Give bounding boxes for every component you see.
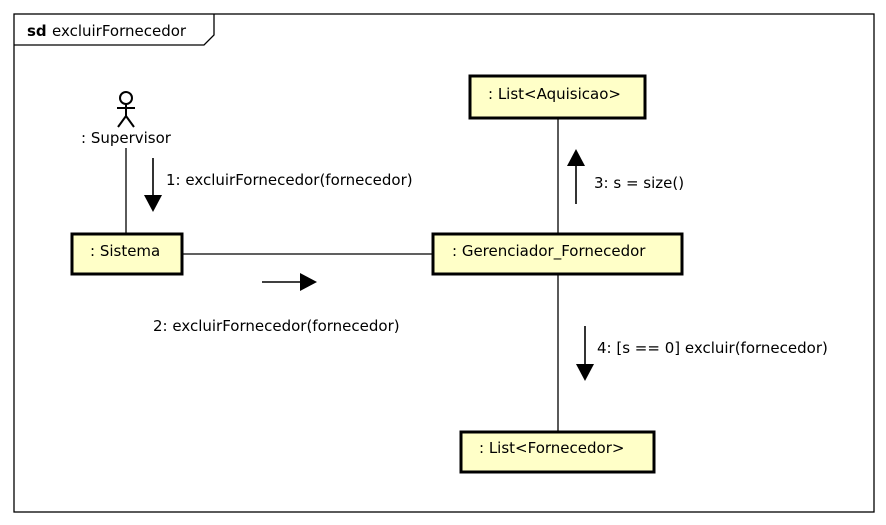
message-4-label: 4: [s == 0] excluir(fornecedor) bbox=[597, 339, 828, 357]
object-sistema-label: : Sistema bbox=[90, 242, 160, 260]
object-gerenciador-fornecedor: : Gerenciador_Fornecedor bbox=[431, 232, 684, 276]
message-1-arrow-icon bbox=[144, 158, 162, 212]
message-2-arrow-icon bbox=[262, 273, 317, 291]
object-list-aquisicao-label: : List<Aquisicao> bbox=[488, 85, 621, 103]
frame-keyword: sd bbox=[27, 22, 47, 40]
object-list-aquisicao: : List<Aquisicao> bbox=[468, 74, 647, 120]
message-4-arrow-icon bbox=[576, 326, 594, 381]
object-list-fornecedor-label: : List<Fornecedor> bbox=[479, 439, 624, 457]
actor-icon bbox=[117, 91, 135, 128]
frame-title: excluirFornecedor bbox=[52, 22, 187, 40]
message-3-arrow-icon bbox=[567, 149, 585, 204]
message-2-label: 2: excluirFornecedor(fornecedor) bbox=[153, 317, 400, 335]
message-1-label: 1: excluirFornecedor(fornecedor) bbox=[166, 171, 413, 189]
frame-name-tab bbox=[14, 14, 215, 46]
object-sistema: : Sistema bbox=[70, 232, 184, 276]
actor-label: : Supervisor bbox=[81, 129, 172, 147]
diagram-frame bbox=[13, 13, 875, 513]
object-list-fornecedor: : List<Fornecedor> bbox=[459, 430, 656, 474]
object-gerenciador-label: : Gerenciador_Fornecedor bbox=[452, 242, 646, 261]
message-3-label: 3: s = size() bbox=[594, 174, 684, 192]
